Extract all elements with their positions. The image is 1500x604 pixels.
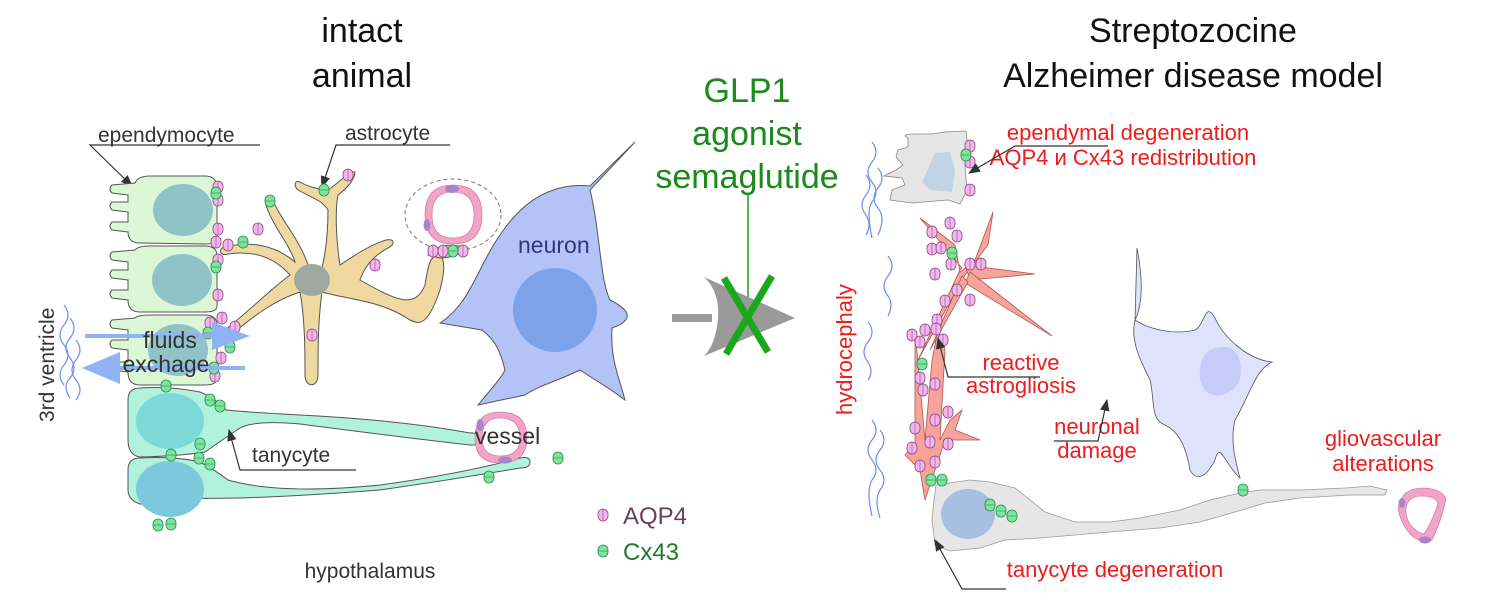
fluids-label-line2: exchage [123,351,210,377]
ependymocyte-pointer [88,144,260,187]
fluids-exchange-arrows [82,322,250,384]
legend: AQP4 Cx43 [597,503,687,566]
tanycyte-cells [127,387,531,517]
ependymal-pointer [967,145,1108,174]
vessel-top [404,178,502,252]
ependymal-label-line2: AQP4 и Cx43 redistribution [990,145,1257,170]
inhibition-x-icon [720,274,776,356]
right-title-line2: Alzheimer disease model [1003,57,1383,95]
legend-item-aqp4: AQP4 [597,503,687,530]
drug-label-line2: agonist [692,115,802,153]
neuronal-label-line1: neuronal [1054,414,1140,439]
neuronal-pointer [1054,398,1110,442]
region-label: hypothalamus [305,560,436,583]
legend-cx43-label: Cx43 [623,539,679,566]
vessel-label: vessel [475,423,540,449]
neuronal-label-line2: damage [1057,438,1137,463]
legend-item-cx43: Cx43 [597,539,679,566]
hydrocephaly-label: hydrocephaly [832,284,857,415]
astro-pointer [936,336,1040,378]
hydrocephaly-waves [861,141,893,519]
left-title-line1: intact [321,12,403,50]
degenerated-tanycyte-cell [931,479,1388,552]
damaged-neuron-cell [1133,247,1274,480]
degenerated-ependymal-cell [882,130,968,205]
gliovascular-vessel [1397,487,1447,544]
neuron-cell [438,141,636,406]
fluids-label-line1: fluids [143,327,197,353]
astrocyte-label: astrocyte [345,122,430,145]
astrocyte-pointer [320,144,450,189]
drug-label-line3: semaglutide [655,158,838,196]
right-title-line1: Streptozocine [1089,12,1297,50]
legend-aqp4-label: AQP4 [623,503,687,530]
ependymocyte-label: ependymocyte [98,124,235,147]
glio-label-line1: gliovascular [1325,426,1441,451]
green-channel-icon [597,544,609,558]
astro-label-line1: reactive [982,350,1059,375]
ependymocyte-cell [109,245,218,313]
tanycyte-deg-pointer [934,538,1006,590]
pink-channel-icon [597,508,609,522]
vessel-bottom [474,411,528,464]
tanycyte-pointer [227,428,356,471]
tanycyte-deg-label: tanycyte degeneration [1007,557,1224,582]
glio-label-line2: alterations [1332,451,1434,476]
ventricle-label: 3rd ventricle [36,308,59,422]
ependymocyte-cell [109,175,218,245]
drug-label-line1: GLP1 [704,72,791,110]
ependymal-label-line1: ependymal degeneration [1007,120,1249,145]
tanycyte-label: tanycyte [252,444,330,467]
neuron-label: neuron [518,232,590,258]
ventricle-waves [59,304,81,401]
left-title-line2: animal [312,57,412,95]
